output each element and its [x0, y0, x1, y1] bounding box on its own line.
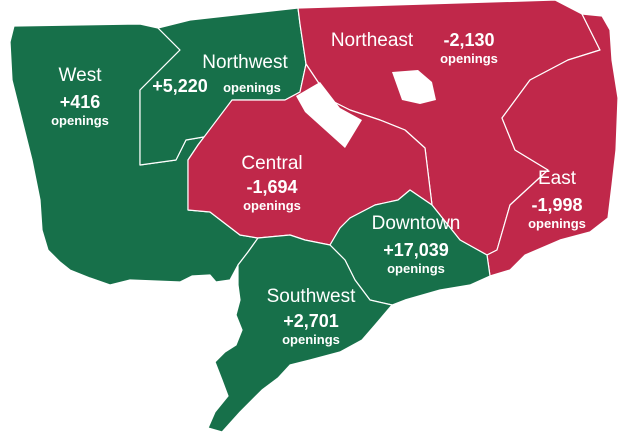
- region-name: Northwest: [202, 52, 288, 73]
- region-name: Central: [241, 153, 302, 174]
- region-unit: openings: [440, 51, 498, 66]
- region-unit: openings: [528, 216, 586, 231]
- label-central: Central -1,694 openings: [241, 153, 302, 213]
- region-unit: openings: [51, 113, 109, 128]
- region-name: West: [59, 65, 103, 86]
- label-northeast: Northeast -2,130 openings: [331, 30, 498, 66]
- region-change: +5,220: [152, 76, 208, 96]
- region-change: -2,130: [443, 30, 494, 50]
- enclave-gap: [296, 82, 362, 148]
- region-change: -1,694: [246, 177, 297, 197]
- region-name: East: [538, 168, 577, 189]
- region-unit: openings: [387, 261, 445, 276]
- label-southwest: Southwest +2,701 openings: [267, 286, 356, 347]
- region-change: +416: [60, 92, 101, 112]
- region-change: +17,039: [383, 240, 449, 260]
- label-northwest: Northwest +5,220 openings: [152, 52, 288, 96]
- region-southwest[interactable]: [207, 234, 393, 433]
- label-east: East -1,998 openings: [528, 168, 586, 231]
- region-unit: openings: [243, 198, 301, 213]
- region-name: Northeast: [331, 30, 414, 51]
- region-unit: openings: [282, 332, 340, 347]
- enclave-gap-2: [392, 70, 436, 104]
- region-change: -1,998: [531, 195, 582, 215]
- region-east[interactable]: [486, 13, 619, 277]
- region-name: Downtown: [372, 213, 461, 234]
- region-name: Southwest: [267, 286, 356, 307]
- label-west: West +416 openings: [51, 65, 109, 128]
- region-unit: openings: [223, 80, 281, 95]
- label-downtown: Downtown +17,039 openings: [372, 213, 461, 276]
- region-change: +2,701: [283, 311, 339, 331]
